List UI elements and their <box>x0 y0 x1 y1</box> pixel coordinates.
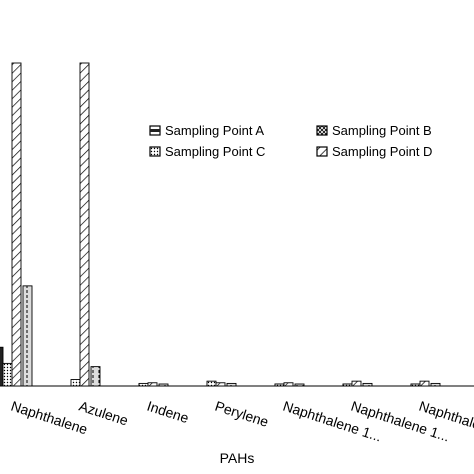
legend-swatch-d <box>316 146 328 157</box>
bar-4-3 <box>147 382 158 387</box>
x-tick-label: Indene <box>145 398 191 427</box>
bar-3-7 <box>410 383 421 387</box>
bar-4-6 <box>351 380 362 387</box>
legend-label-a: Sampling Point A <box>165 123 264 138</box>
bar-5-1 <box>22 285 33 387</box>
legend-label-b: Sampling Point B <box>332 123 432 138</box>
bar-5-6 <box>362 382 373 387</box>
bar-5-4 <box>226 382 237 387</box>
bar-3-3 <box>138 382 149 387</box>
bar-5-5 <box>294 383 305 387</box>
legend-label-d: Sampling Point D <box>332 144 432 159</box>
bar-4-1 <box>11 62 22 387</box>
bar-3-2 <box>70 379 81 387</box>
bar-4-5 <box>283 382 294 387</box>
bar-4-7 <box>419 380 430 387</box>
legend-item-a: Sampling Point A <box>149 123 264 138</box>
legend-item-c: Sampling Point C <box>149 144 265 159</box>
x-axis-title: PAHs <box>220 450 255 466</box>
x-tick-label: Perylene <box>213 398 271 430</box>
bar-5-3 <box>158 383 169 387</box>
legend-swatch-c <box>149 146 161 157</box>
bar-3-6 <box>342 383 353 387</box>
bar-4-2 <box>79 62 90 387</box>
bar-3-1 <box>2 362 13 387</box>
legend-item-b: Sampling Point B <box>316 123 432 138</box>
x-tick-label: Naphthalene <box>9 398 90 438</box>
legend-item-d: Sampling Point D <box>316 144 432 159</box>
bar-5-7 <box>430 382 441 387</box>
bar-3-5 <box>274 383 285 387</box>
legend-swatch-a-band <box>150 129 160 132</box>
bar-5-2 <box>90 366 101 387</box>
legend-swatch-b <box>316 125 328 136</box>
legend: Sampling Point A Sampling Point B Sampli… <box>149 123 432 159</box>
bars-group <box>0 62 441 387</box>
bar-4-4 <box>215 382 226 387</box>
legend-label-c: Sampling Point C <box>165 144 265 159</box>
bar-3-4 <box>206 380 217 387</box>
